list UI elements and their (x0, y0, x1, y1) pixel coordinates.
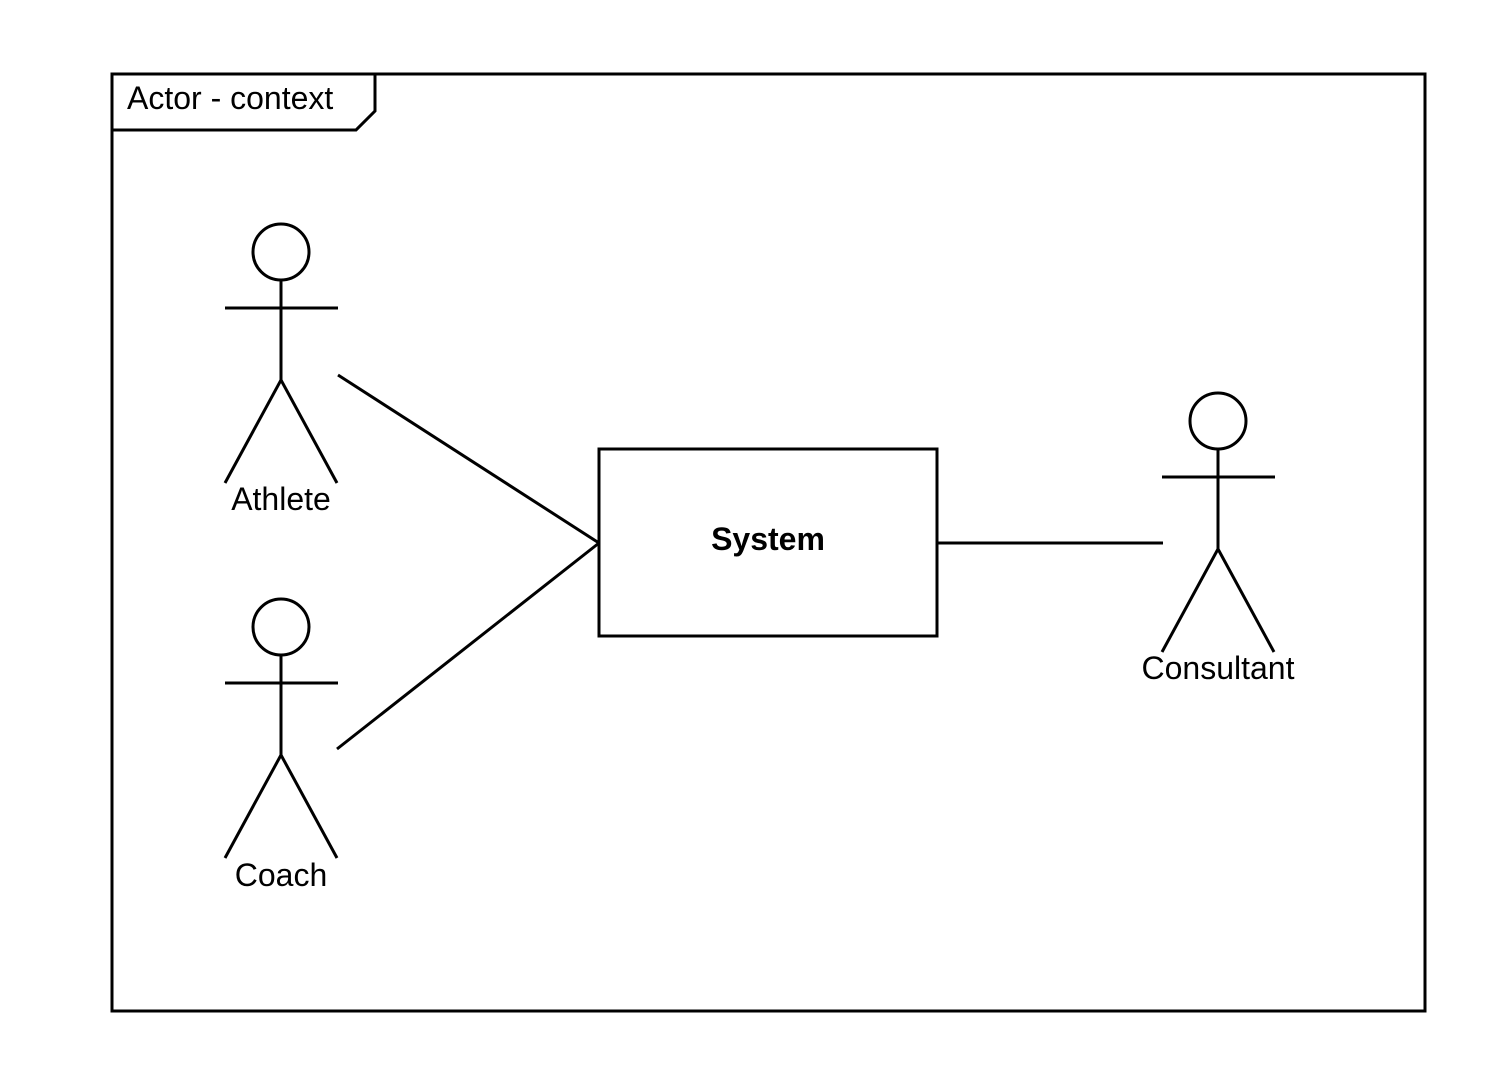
actor-coach-right-leg (279, 754, 339, 859)
association-coach-system (336, 541, 600, 751)
system-node: System (597, 447, 939, 638)
actor-coach-left-leg (223, 754, 283, 859)
system-label: System (711, 521, 825, 557)
frame-border (110, 72, 1427, 1013)
frame-title-tab (112, 74, 377, 132)
actor-athlete-left-leg (223, 379, 283, 484)
actor-consultant-left-leg (1160, 548, 1220, 653)
association-athlete-system (337, 373, 600, 545)
actor-athlete-right-leg (279, 379, 339, 484)
actor-athlete-head (251, 222, 311, 282)
actor-coach-label: Coach (235, 857, 328, 893)
frame-title: Actor - context (127, 80, 333, 116)
actor-athlete-label: Athlete (231, 481, 331, 517)
actor-coach-head (251, 597, 311, 657)
actor-consultant-label: Consultant (1142, 650, 1295, 686)
actor-consultant-right-leg (1216, 548, 1276, 653)
actor-athlete: Athlete (223, 222, 339, 517)
actor-coach: Coach (223, 597, 339, 893)
frame: Actor - context (110, 72, 1427, 1013)
actor-consultant-head (1188, 391, 1248, 451)
actor-consultant: Consultant (1142, 391, 1295, 686)
